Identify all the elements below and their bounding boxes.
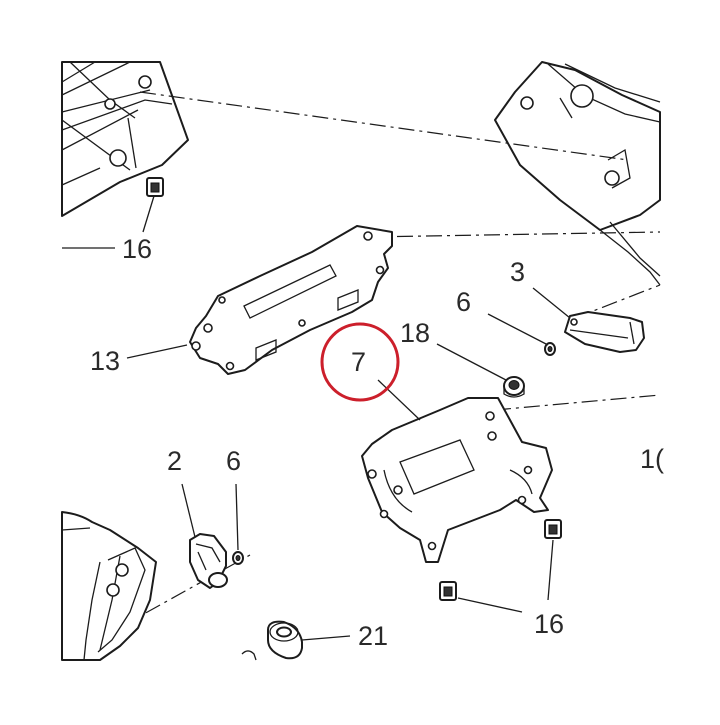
- callout-7: 7: [351, 347, 366, 377]
- leader-2: [181, 483, 196, 538]
- callout-6-lower: 6: [226, 446, 241, 476]
- latch-2: [189, 533, 228, 589]
- leader-18: [436, 343, 507, 381]
- washer-6-upper: [544, 342, 556, 356]
- callout-21: 21: [358, 621, 388, 651]
- leader-21: [301, 635, 351, 641]
- clip-nut-16-right: [544, 519, 562, 539]
- callout-10-partial: 1(: [640, 444, 664, 474]
- leader-3: [532, 287, 571, 319]
- leader-13: [126, 344, 188, 359]
- small-clip-21: [241, 650, 257, 661]
- callout-16-upper: 16: [122, 234, 152, 264]
- highlight-circle: [320, 322, 400, 402]
- callout-3: 3: [510, 257, 525, 287]
- leader-16-right: [547, 539, 554, 601]
- callout-6-upper: 6: [456, 287, 471, 317]
- leader-6-upper: [487, 313, 549, 346]
- leader-6-lower: [235, 483, 239, 551]
- washer-6-lower: [232, 551, 244, 565]
- axis-line-part-10: [494, 394, 661, 411]
- bracket-3: [564, 311, 645, 353]
- grommet-21: [267, 620, 303, 660]
- callout-13: 13: [90, 346, 120, 376]
- lower-left-fairing-part: [61, 511, 157, 661]
- leader-16-left: [457, 597, 523, 613]
- callout-2: 2: [167, 446, 182, 476]
- callout-18: 18: [400, 318, 430, 348]
- clip-nut-16-upper: [146, 177, 164, 197]
- plate-7: [361, 397, 553, 563]
- bracket-13: [189, 225, 393, 375]
- upper-right-fairing-part: [494, 61, 661, 286]
- leader-16-upper: [142, 195, 155, 233]
- axis-line-top: [139, 91, 629, 161]
- callout-16-lower: 16: [534, 609, 564, 639]
- nut-18: [503, 376, 525, 398]
- leader-7: [377, 379, 421, 421]
- axis-line-bracket-13: [367, 231, 661, 238]
- upper-left-fairing-part: [61, 61, 189, 217]
- clip-nut-16-left: [439, 581, 457, 601]
